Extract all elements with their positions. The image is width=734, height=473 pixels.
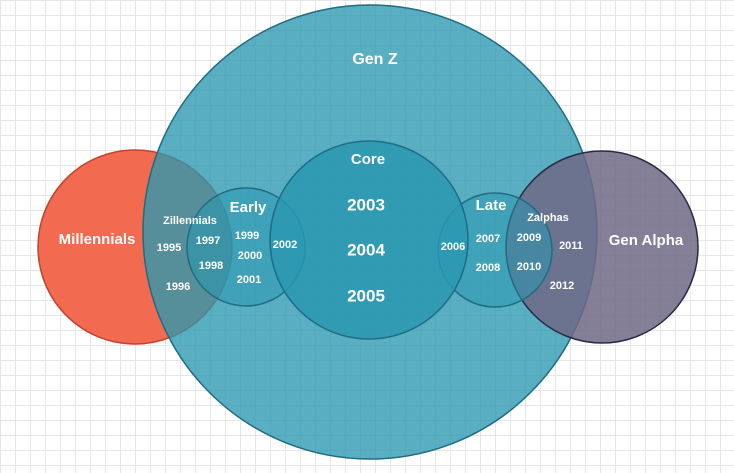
- year-2012: 2012: [550, 280, 574, 292]
- early-label: Early: [230, 199, 267, 216]
- year-1997: 1997: [196, 235, 220, 247]
- millennials-label: Millennials: [59, 231, 136, 248]
- gen-alpha-label: Gen Alpha: [609, 232, 684, 249]
- core-circle: [269, 140, 469, 340]
- year-2005: 2005: [347, 286, 385, 305]
- zillennials-label: Zillennials: [163, 215, 217, 227]
- year-2010: 2010: [517, 261, 541, 273]
- year-2004: 2004: [347, 240, 385, 259]
- year-1995: 1995: [157, 242, 181, 254]
- year-2011: 2011: [559, 240, 583, 252]
- year-2008: 2008: [476, 262, 500, 274]
- year-2000: 2000: [238, 250, 262, 262]
- year-2007: 2007: [476, 233, 500, 245]
- zalphas-label: Zalphas: [527, 212, 569, 224]
- late-label: Late: [476, 197, 507, 214]
- year-2003: 2003: [347, 195, 385, 214]
- gen-z-label: Gen Z: [352, 51, 398, 68]
- year-1996: 1996: [166, 281, 190, 293]
- year-1998: 1998: [199, 260, 223, 272]
- core-label: Core: [351, 151, 385, 168]
- year-1999: 1999: [235, 230, 259, 242]
- year-2002: 2002: [273, 239, 297, 251]
- year-2001: 2001: [237, 274, 261, 286]
- year-2006: 2006: [441, 241, 465, 253]
- year-2009: 2009: [517, 232, 541, 244]
